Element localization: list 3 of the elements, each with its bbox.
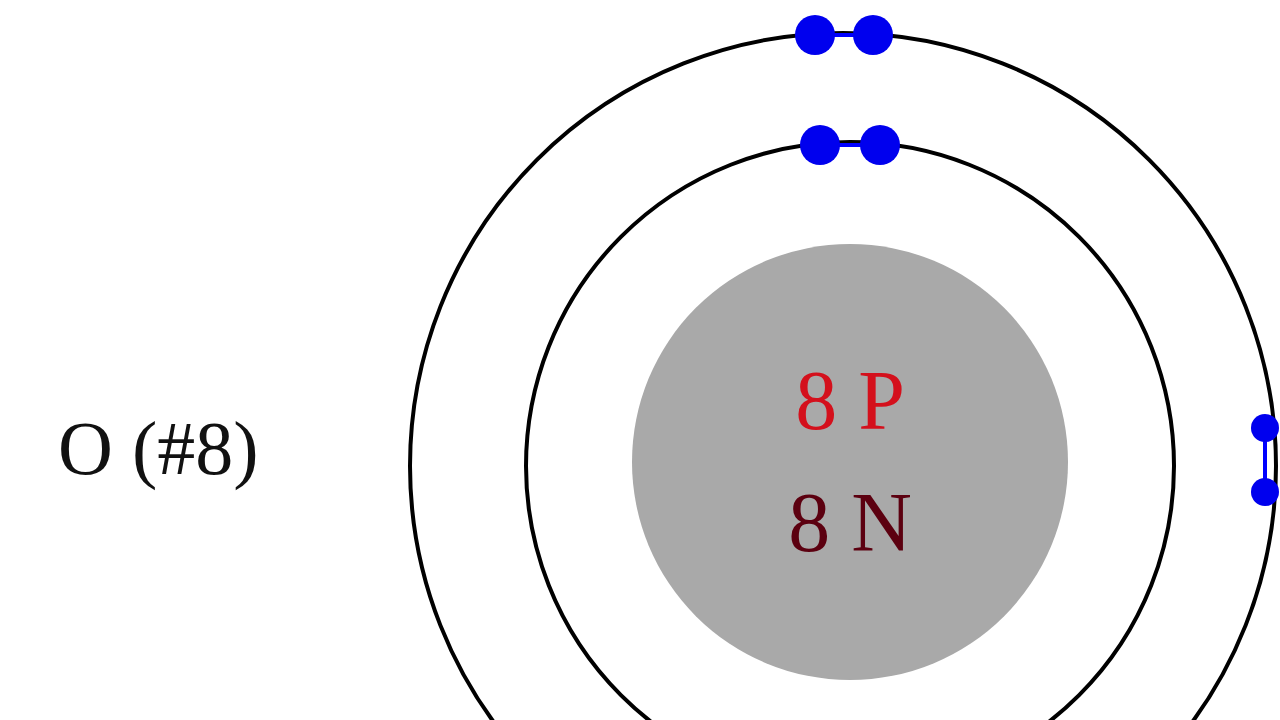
proton-count: 8 P [795,353,905,450]
element-label: O (#8) [58,405,259,492]
neutron-count: 8 N [788,475,912,571]
